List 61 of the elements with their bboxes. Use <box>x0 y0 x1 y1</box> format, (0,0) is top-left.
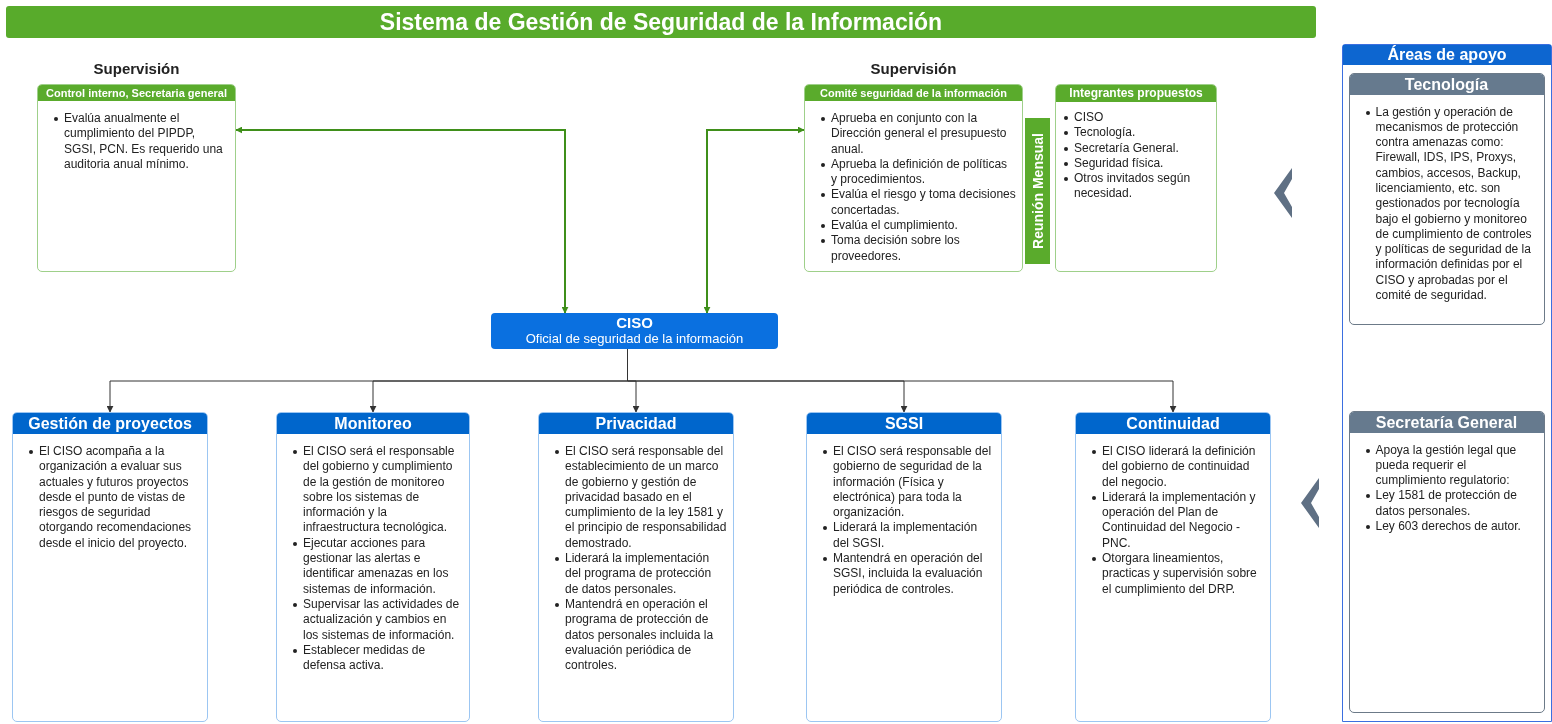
bullet-text: El CISO será responsable del establecimiento de un marco de gobierno y gestión de privacidad basado en el cumplimiento de la ley 1581 y el principio de responsabilidad demostrado. <box>553 444 727 552</box>
chevron-arrow <box>1274 168 1292 218</box>
band-label: Reunión Mensual <box>1029 133 1046 249</box>
info-card <box>1075 412 1271 722</box>
panel-header: Áreas de apoyo <box>1343 45 1551 65</box>
bullet-text: Mantendrá en operación del SGSI, incluida la evaluación periódica de controles. <box>821 551 995 597</box>
info-card <box>1348 72 1545 325</box>
bullet-text: Tecnología. <box>1062 125 1212 141</box>
card-header: Comité seguridad de la información <box>805 85 1022 101</box>
info-card <box>1348 410 1545 713</box>
bullet-text: Otorgara lineamientos, practicas y supervisión sobre el cumplimiento del DRP. <box>1090 551 1264 597</box>
card-header: Secretaría General <box>1349 411 1544 433</box>
card-header: Monitoreo <box>277 413 469 434</box>
bullet-text: Evalúa anualmente el cumplimiento del PIPDP, SGSI, PCN. Es requerido una auditoria anual mínimo. <box>52 111 229 173</box>
bullet-text: Otros invitados según necesidad. <box>1062 171 1212 202</box>
bullet-text: Supervisar las actividades de actualización y cambios en los sistemas de información. <box>291 596 463 643</box>
title-bar: Sistema de Gestión de Seguridad de la Información <box>6 6 1316 38</box>
bullet-text: CISO <box>1062 110 1212 126</box>
card-header: SGSI <box>807 413 1001 434</box>
bullet-text: Liderará la implementación del SGSI. <box>821 520 995 552</box>
bullet-text: Evalúa el riesgo y toma decisiones concertadas. <box>819 187 1016 219</box>
info-card <box>276 412 470 722</box>
connector-arrow <box>235 126 569 314</box>
section-heading: Supervisión <box>92 60 181 79</box>
support-panel <box>1342 44 1552 722</box>
role-subtitle: Oficial de seguridad de la información <box>524 331 745 347</box>
role-box <box>491 313 778 349</box>
bullet-text: Aprueba en conjunto con la Dirección general el presupuesto anual. <box>819 111 1016 157</box>
info-card <box>538 412 734 722</box>
card-header: Privacidad <box>539 413 733 434</box>
bullet-text: Establecer medidas de defensa activa. <box>291 642 463 674</box>
connector-arrow <box>703 126 805 314</box>
bullet-text: El CISO acompaña a la organización a evaluar sus actuales y futuros proyectos desde el punto de vistas de riesgos de seguridad otorgando recomendaciones desde el inicio del proyecto. <box>27 444 201 552</box>
bullet-text: Mantendrá en operación el programa de protección de datos personales incluida la evaluación periódica de controles. <box>553 596 727 674</box>
bullet-text: Ley 603 derechos de autor. <box>1363 519 1538 535</box>
card-header: Control interno, Secretaria general <box>38 85 235 101</box>
card-header: Tecnología <box>1349 73 1544 95</box>
role-title: CISO <box>615 315 654 331</box>
card-header: Continuidad <box>1076 413 1270 434</box>
bullet-text: Toma decisión sobre los proveedores. <box>819 233 1016 264</box>
bullet-text: Liderará la implementación del programa de protección de datos personales. <box>553 551 727 597</box>
bullet-text: Secretaría General. <box>1062 140 1212 156</box>
info-card <box>12 412 208 722</box>
bullet-text: Ley 1581 de protección de datos personales. <box>1363 488 1538 519</box>
card-header: Gestión de proyectos <box>13 413 207 434</box>
bullet-text: Seguridad física. <box>1062 155 1212 172</box>
info-card <box>806 412 1002 722</box>
bullet-text: Liderará la implementación y operación del Plan de Continuidad del Negocio - PNC. <box>1090 489 1264 552</box>
bullet-text: La gestión y operación de mecanismos de protección contra amenazas como: Firewall, IDS, IPS, Proxys, cambios, accesos, Backup, licenciamiento, etc. son gestionados por tecnología bajo el gobierno y monitoreo de cumplimiento de controles y políticas de seguridad de la información definidas por el CISO y aprobadas por el comité de seguridad. <box>1363 104 1538 304</box>
chevron-arrow <box>1301 478 1319 528</box>
card-header: Integrantes propuestos <box>1056 85 1216 102</box>
bullet-text: Apoya la gestión legal que pueda requerir el cumplimiento regulatorio: <box>1363 442 1538 489</box>
bullet-text: Aprueba la definición de políticas y procedimientos. <box>819 156 1016 188</box>
bullet-text: El CISO liderará la definición del gobierno de continuidad del negocio. <box>1090 444 1264 490</box>
bullet-text: Evalúa el cumplimiento. <box>819 218 1016 234</box>
info-card <box>1055 84 1217 272</box>
bullet-text: Ejecutar acciones para gestionar las alertas e identificar amenazas en los sistemas de información. <box>291 535 463 597</box>
meeting-band <box>1025 118 1050 264</box>
section-heading: Supervisión <box>869 60 958 79</box>
bullet-text: El CISO será el responsable del gobierno y cumplimiento de la gestión de monitoreo sobre los sistemas de información y la infraestructura tecnológica. <box>291 444 463 536</box>
bullet-text: El CISO será responsable del gobierno de seguridad de la información (Física y electrónica) para toda la organización. <box>821 444 995 521</box>
